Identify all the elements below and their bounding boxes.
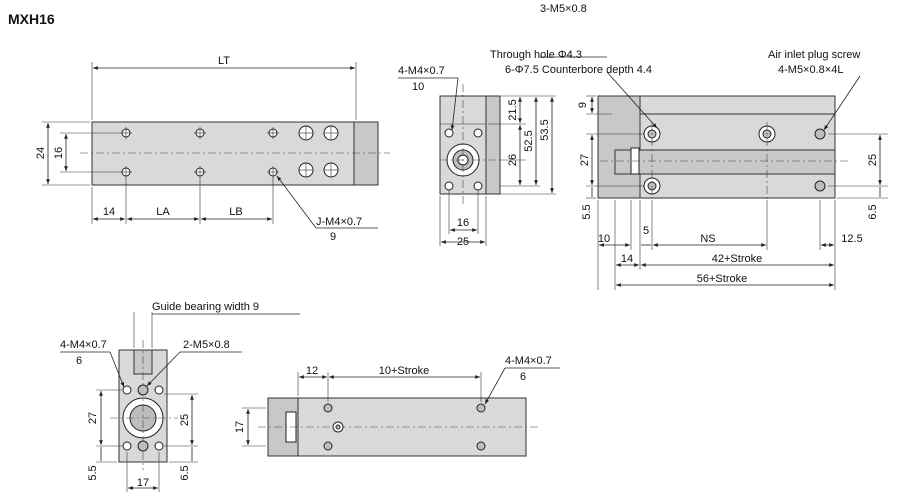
top-view-body — [91, 121, 355, 186]
dim-12-5-side: 12.5 — [841, 233, 862, 245]
end-view: 4-M4×0.7 10 21.5 26 52.5 53.5 16 25 — [398, 65, 556, 248]
dim-25-side: 25 — [867, 154, 879, 166]
dim-14-side: 14 — [621, 253, 633, 265]
side-view: 3-M5×0.8 Through hole Φ4.3 6-Φ7.5 Counte… — [490, 3, 888, 290]
dim-lb: LB — [229, 206, 242, 218]
bv-depth-callout: 6 — [520, 371, 526, 383]
top-view: LT 24 16 14 LA LB J-M4×0.7 9 — [35, 55, 390, 243]
end-depth-callout: 10 — [412, 81, 424, 93]
dim-10-side: 10 — [598, 233, 610, 245]
dim-24: 24 — [35, 147, 47, 159]
end-thread-callout: 4-M4×0.7 — [398, 65, 445, 77]
dim-16-end: 16 — [457, 217, 469, 229]
model-title: MXH16 — [8, 11, 55, 27]
dim-ns: NS — [700, 233, 715, 245]
bottom-end-view: Guide bearing width 9 4-M4×0.7 6 2-M5×0.… — [60, 301, 300, 492]
dim-27-side: 27 — [579, 154, 591, 166]
dim-42-stroke: 42+Stroke — [712, 253, 762, 265]
dim-6-5-be: 6.5 — [179, 465, 191, 480]
bv-thread-callout: 4-M4×0.7 — [505, 355, 552, 367]
dim-5-5-be: 5.5 — [87, 465, 99, 480]
dim-12-bv: 12 — [306, 365, 318, 377]
be-m5-callout: 2-M5×0.8 — [183, 339, 230, 351]
top-view-end-cap — [353, 121, 379, 186]
dim-16: 16 — [53, 147, 65, 159]
top-view-holes — [120, 125, 339, 178]
dim-25-end: 25 — [457, 236, 469, 248]
bottom-view: 12 10+Stroke 4-M4×0.7 6 17 — [234, 355, 560, 457]
dim-25-be: 25 — [179, 414, 191, 426]
dim-56-stroke: 56+Stroke — [697, 273, 747, 285]
dim-17-bv: 17 — [234, 421, 246, 433]
counterbore-callout: 6-Φ7.5 Counterbore depth 4.4 — [505, 64, 652, 76]
be-thread-callout: 4-M4×0.7 — [60, 339, 107, 351]
dim-14: 14 — [103, 206, 115, 218]
dim-5-5-side: 5.5 — [581, 204, 593, 219]
dim-5-side: 5 — [643, 225, 649, 237]
dim-21-5: 21.5 — [507, 99, 519, 120]
be-depth-callout: 6 — [76, 355, 82, 367]
guide-bearing-callout: Guide bearing width 9 — [152, 301, 259, 313]
side-view-end-plate — [597, 95, 641, 199]
dim-9: 9 — [577, 102, 589, 108]
dim-27-be: 27 — [87, 412, 99, 424]
dim-10-stroke: 10+Stroke — [379, 365, 429, 377]
air-inlet-callout: Air inlet plug screw — [768, 49, 860, 61]
dim-la: LA — [156, 206, 170, 218]
dim-lt: LT — [218, 55, 230, 67]
dim-17-be: 17 — [137, 477, 149, 489]
m5-callout: 3-M5×0.8 — [540, 3, 587, 15]
dim-6-5-side: 6.5 — [867, 204, 879, 219]
dim-26: 26 — [507, 154, 519, 166]
j-depth-callout: 9 — [330, 231, 336, 243]
dim-53-5: 53.5 — [539, 119, 551, 140]
through-hole-callout: Through hole Φ4.3 — [490, 49, 582, 61]
dim-52-5: 52.5 — [523, 130, 535, 151]
air-thread-callout: 4-M5×0.8×4L — [778, 64, 843, 76]
j-thread-callout: J-M4×0.7 — [316, 216, 362, 228]
